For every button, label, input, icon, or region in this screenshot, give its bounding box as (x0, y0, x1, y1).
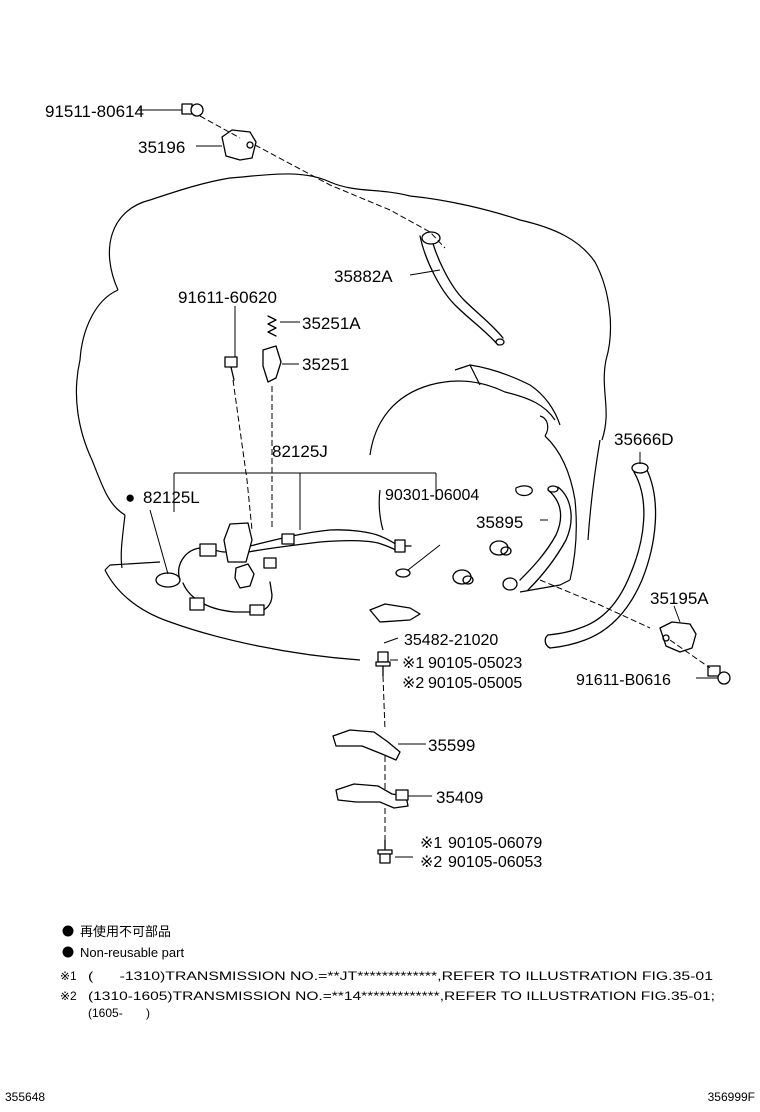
hose-35882a (419, 231, 505, 346)
label-35599: 35599 (428, 736, 475, 755)
bracket-35409 (335, 783, 409, 809)
label-35482-21020: 35482-21020 (404, 632, 498, 649)
o-ring-82125l (155, 572, 181, 588)
note2-text: (1310-1605)TRANSMISSION NO.=**14********… (88, 989, 715, 1003)
bracket-35599 (332, 729, 401, 761)
clamp-35195a (659, 621, 697, 653)
label-35882a: 35882A (334, 267, 393, 286)
wire-harness-82125j (173, 472, 437, 616)
transmission-case-outline (75, 173, 612, 661)
leader-lines (138, 109, 718, 858)
legend: 再使用不可部品 Non-reusable part (62, 924, 184, 960)
bolt-91611-60620 (224, 356, 238, 381)
label-35195a: 35195A (650, 589, 709, 608)
bolt-91611-b0616 (707, 665, 731, 685)
label-35251a: 35251A (302, 314, 361, 333)
label-91611-b0616: 91611-B0616 (576, 672, 671, 689)
legend-bullet-en (62, 946, 74, 958)
label-91611-60620: 91611-60620 (178, 288, 277, 307)
mark-note1-a: ※1 (402, 655, 424, 672)
label-90105-05023: 90105-05023 (428, 655, 522, 672)
label-90105-06079: 90105-06079 (448, 835, 542, 852)
label-90105-05005: 90105-05005 (428, 675, 522, 692)
footer-right-code: 356999F (708, 1090, 755, 1104)
legend-bullet-jp (62, 925, 74, 937)
hose-35666d (544, 462, 657, 649)
label-90105-06053: 90105-06053 (448, 854, 542, 871)
clamp-35196 (221, 129, 257, 161)
tube-35895 (502, 485, 572, 591)
label-35895: 35895 (476, 513, 523, 532)
clip-35251 (262, 345, 282, 383)
label-82125l: 82125L (143, 488, 200, 507)
mark-note2-a: ※2 (402, 675, 424, 692)
mark-note2-b: ※2 (420, 854, 442, 871)
non-reusable-marker-82125l: ● (125, 488, 135, 507)
footer-left-code: 355648 (5, 1090, 45, 1104)
gaskets-35895 (452, 540, 512, 585)
note1-mark: ※1 (60, 969, 77, 983)
bolt-90105-06079 (377, 839, 393, 864)
label-35196: 35196 (138, 138, 185, 157)
label-35251: 35251 (302, 355, 349, 374)
bolt-91511-80614 (181, 103, 204, 117)
bracket-35482-21020 (369, 603, 421, 623)
note2-mark: ※2 (60, 989, 77, 1003)
label-82125j: 82125J (272, 442, 328, 461)
bolt-90105-05023 (375, 651, 391, 677)
notes: ※1 ( -1310)TRANSMISSION NO.=**JT********… (60, 969, 715, 1020)
mark-note1-b: ※1 (420, 835, 442, 852)
spring-35251a (267, 315, 277, 337)
legend-jp: 再使用不可部品 (80, 924, 171, 939)
label-35666d: 35666D (614, 430, 674, 449)
o-ring-90301-06004 (395, 568, 411, 578)
legend-en: Non-reusable part (80, 945, 184, 960)
label-35409: 35409 (436, 788, 483, 807)
label-90301-06004: 90301-06004 (385, 487, 479, 504)
label-91511-80614: 91511-80614 (45, 102, 144, 121)
note1-text: ( -1310)TRANSMISSION NO.=**JT***********… (88, 969, 713, 983)
note2-continuation: (1605- ) (88, 1006, 150, 1020)
